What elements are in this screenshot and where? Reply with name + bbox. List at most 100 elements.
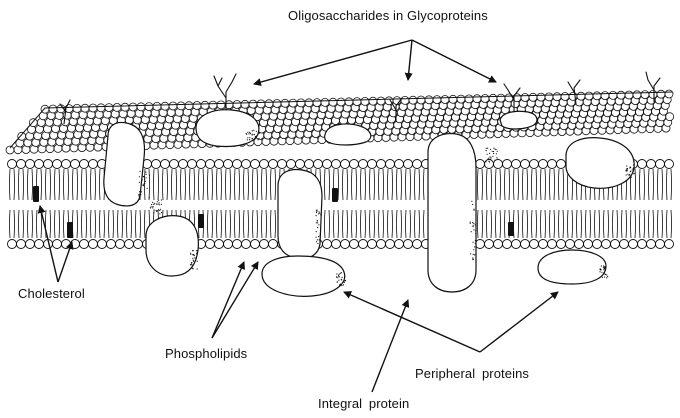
stipple-dot	[317, 220, 318, 221]
stipple-dot	[316, 241, 317, 242]
stipple-dot	[139, 176, 140, 177]
phospholipid-head	[161, 102, 169, 110]
stipple-dot	[194, 255, 195, 256]
stipple-dot	[338, 275, 339, 276]
stipple-dot	[257, 139, 258, 140]
stipple-dot	[599, 271, 600, 272]
stipple-dot	[252, 134, 253, 135]
phospholipid-head	[337, 98, 345, 106]
phospholipid-head	[413, 160, 422, 169]
phospholipid-tail	[208, 169, 213, 200]
stipple-dot	[250, 133, 251, 134]
stipple-dot	[319, 239, 320, 240]
stipple-dot	[151, 204, 152, 205]
phospholipid-tail	[649, 169, 654, 200]
phospholipid-head	[332, 160, 341, 169]
stipple-dot	[247, 137, 248, 138]
stipple-dot	[626, 165, 627, 166]
phospholipid-tail	[532, 169, 537, 200]
stipple-dot	[158, 209, 159, 210]
stipple-dot	[626, 174, 627, 175]
stipple-dot	[158, 200, 159, 201]
phospholipid-head	[485, 240, 494, 249]
phospholipid-head	[97, 104, 105, 112]
phospholipid-head	[647, 160, 656, 169]
phospholipid-head	[321, 98, 329, 106]
phospholipid-tail	[640, 169, 645, 200]
phospholipid-tail	[73, 210, 78, 238]
stipple-dot	[320, 214, 321, 215]
phospholipid-tail	[658, 210, 663, 238]
stipple-dot	[192, 254, 193, 255]
stipple-dot	[626, 170, 627, 171]
phospholipid-tail	[19, 210, 24, 238]
stipple-dot	[247, 139, 248, 140]
phospholipid-tail	[163, 169, 168, 200]
phospholipid-head	[539, 160, 548, 169]
stipple-dot	[161, 204, 162, 205]
stipple-dot	[249, 132, 250, 133]
stipple-dot	[342, 277, 343, 278]
phospholipid-head	[53, 160, 62, 169]
phospholipid-tail	[181, 169, 186, 200]
stipple-dot	[601, 272, 602, 273]
phospholipid-tail	[271, 210, 276, 238]
phospholipid-tail	[595, 210, 600, 238]
stipple-dot	[161, 212, 162, 213]
phospholipid-tail	[325, 169, 330, 200]
stipple-dot	[488, 158, 489, 159]
phospholipid-head	[80, 240, 89, 249]
phospholipid-head	[278, 160, 287, 169]
phospholipid-head	[209, 101, 217, 109]
phospholipid-tail	[523, 210, 528, 238]
phospholipid-head	[215, 160, 224, 169]
phospholipid-head	[242, 160, 251, 169]
stipple-dot	[191, 262, 192, 263]
phospholipid-head	[185, 102, 193, 110]
phospholipid-head	[369, 97, 377, 105]
phospholipid-tail	[334, 210, 339, 238]
phospholipid-head	[641, 91, 649, 99]
phospholipid-tail	[568, 210, 573, 238]
phospholipid-head	[417, 96, 425, 104]
stipple-dot	[473, 229, 474, 230]
phospholipid-head	[201, 101, 209, 109]
phospholipid-head	[593, 240, 602, 249]
stipple-dot	[193, 268, 194, 269]
phospholipid-head	[425, 96, 433, 104]
phospholipid-head	[269, 160, 278, 169]
phospholipid-tail	[91, 169, 96, 200]
phospholipid-tail	[172, 169, 177, 200]
phospholipid-head	[611, 240, 620, 249]
stipple-dot	[633, 173, 634, 174]
phospholipid-tail	[667, 210, 672, 238]
phospholipid-head	[545, 93, 553, 101]
stipple-dot	[604, 267, 605, 268]
stipple-dot	[249, 139, 250, 140]
phospholipid-head	[26, 160, 35, 169]
phospholipid-head	[561, 93, 569, 101]
phospholipid-head	[521, 240, 530, 249]
stipple-dot	[633, 164, 634, 165]
integral-protein	[146, 216, 198, 276]
phospholipid-head	[217, 101, 225, 109]
stipple-dot	[485, 161, 486, 162]
stipple-dot	[190, 264, 191, 265]
phospholipid-head	[377, 240, 386, 249]
phospholipid-head	[257, 100, 265, 108]
stipple-dot	[317, 227, 318, 228]
phospholipid-head	[638, 240, 647, 249]
phospholipid-tail	[253, 169, 258, 200]
stipple-dot	[256, 131, 257, 132]
phospholipid-head	[665, 90, 673, 98]
phospholipid-head	[35, 240, 44, 249]
phospholipid-tail	[523, 169, 528, 200]
stipple-dot	[336, 276, 337, 277]
phospholipid-tail	[46, 169, 51, 200]
phospholipid-tail	[622, 210, 627, 238]
stipple-dot	[630, 171, 631, 172]
stipple-dot	[603, 265, 604, 266]
phospholipid-head	[566, 240, 575, 249]
phospholipid-head	[353, 98, 361, 106]
phospholipid-head	[215, 240, 224, 249]
